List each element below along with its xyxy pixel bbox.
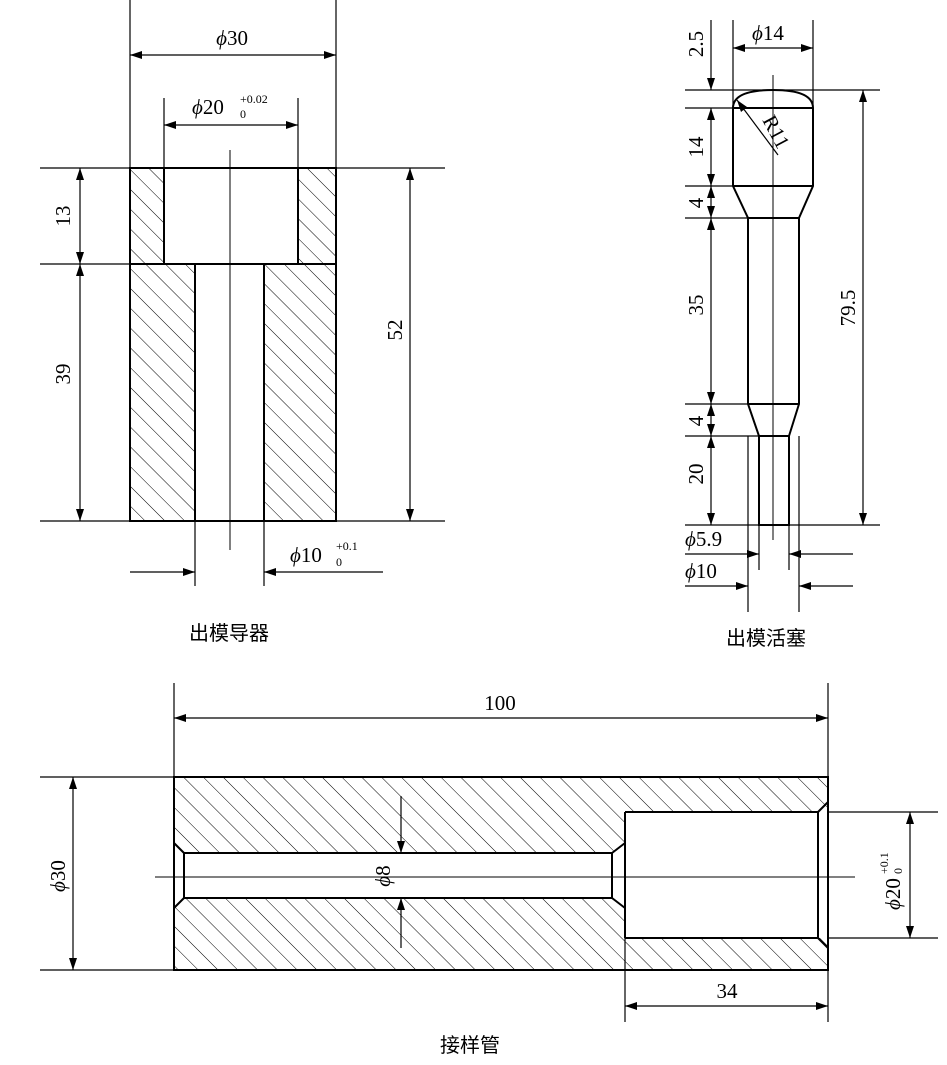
piston-taper-upper-label: 4 — [684, 197, 708, 208]
tube-length-label: 100 — [484, 691, 516, 715]
tube-inner-diameter-label: ϕ8 — [371, 865, 395, 886]
tube-small-bore — [174, 843, 625, 908]
svg-text:+0.1: +0.1 — [877, 852, 891, 874]
guide-bore-diameter-label: ϕ20 — [192, 95, 224, 119]
piston-shaft-length-label: 35 — [684, 295, 708, 316]
caption-piston: 出模活塞 — [726, 626, 806, 650]
guide-bore-tol-upper: +0.02 — [240, 92, 268, 106]
piston-tip-length-label: 20 — [684, 464, 708, 485]
guide-hole-tol-lower: 0 — [336, 555, 342, 569]
guide-bore-tol-lower: 0 — [240, 107, 246, 121]
guide-counterbore-depth-label: 13 — [51, 206, 75, 227]
caption-sampler: 接样管 — [440, 1033, 500, 1057]
guide-left-wall-lower — [129, 263, 196, 522]
piston-head-height-label: 14 — [684, 136, 708, 158]
ejector-piston: R11 ϕ14 2.5 14 4 35 4 20 79.5 — [684, 20, 880, 650]
piston-tip-diameter-label: ϕ5.9 — [685, 527, 722, 551]
guide-right-wall-lower — [263, 263, 337, 522]
tube-bore-diameter-label: ϕ20 +0.1 0 — [877, 852, 905, 910]
tube-large-bore — [625, 812, 828, 938]
tube-outer-diameter-label: ϕ30 — [46, 860, 70, 892]
guide-outline — [129, 167, 337, 522]
guide-left-wall-upper — [129, 167, 165, 265]
piston-head-radius-label: R11 — [758, 111, 795, 152]
guide-right-wall-upper — [297, 167, 337, 265]
tube-bore-depth-label: 34 — [717, 979, 739, 1003]
svg-text:0: 0 — [891, 868, 905, 874]
piston-total-length-label: 79.5 — [836, 290, 860, 327]
piston-head-diameter-label: ϕ14 — [752, 21, 784, 45]
guide-total-height-label: 52 — [383, 320, 407, 341]
caption-guide: 出模导器 — [189, 621, 269, 645]
piston-taper-lower-label: 4 — [684, 415, 708, 426]
ejector-guide: ϕ30 ϕ20 +0.02 0 13 39 52 ϕ10 +0.1 0 出模导器 — [40, 0, 445, 645]
guide-hole-length-label: 39 — [51, 364, 75, 385]
sample-tube: 100 ϕ30 ϕ8 ϕ20 +0.1 0 34 接样管 — [40, 683, 938, 1057]
piston-shaft-diameter-label: ϕ10 — [685, 559, 717, 583]
tube-outline — [173, 776, 829, 971]
guide-hole-diameter-label: ϕ10 — [290, 543, 322, 567]
guide-outer-diameter-label: ϕ30 — [216, 26, 248, 50]
guide-hole-tol-upper: +0.1 — [336, 539, 358, 553]
piston-top-gap-label: 2.5 — [684, 31, 708, 57]
svg-text:ϕ20: ϕ20 — [881, 878, 905, 910]
